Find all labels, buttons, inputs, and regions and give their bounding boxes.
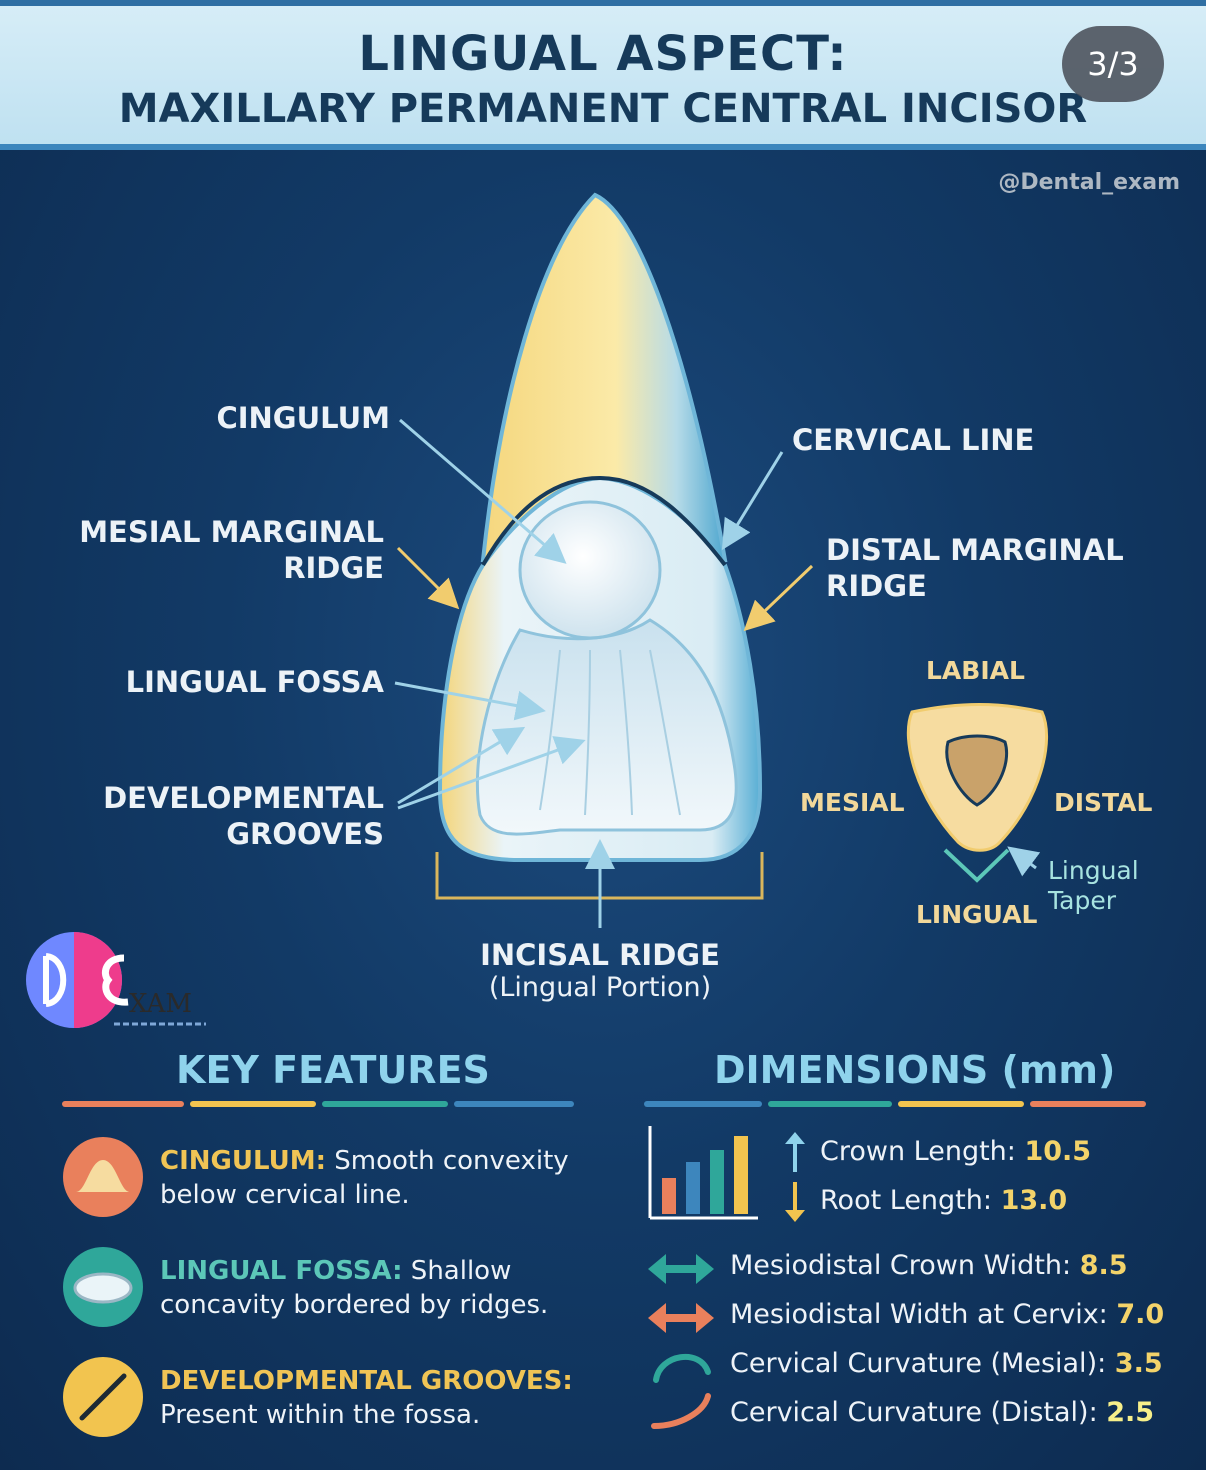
cingulum: [518, 500, 662, 640]
label-lingual: LINGUAL: [916, 900, 1038, 929]
dim-cc-mesial-label: Cervical Curvature (Mesial):: [730, 1348, 1115, 1379]
dim-mesiodistal-crown-width: Mesiodistal Crown Width: 8.5: [730, 1250, 1128, 1281]
label-distal: DISTAL: [1054, 788, 1153, 817]
label-incisal-ridge: INCISAL RIDGE: [480, 938, 720, 972]
fossa-icon: [63, 1247, 143, 1327]
feature-fossa-desc-2: concavity bordered by ridges.: [160, 1290, 549, 1320]
label-lingual-taper-2: Taper: [1048, 886, 1116, 915]
cervical-line: [481, 475, 727, 567]
dim-cervical-curvature-distal: Cervical Curvature (Distal): 2.5: [730, 1397, 1154, 1428]
curve-orange-icon: [651, 1393, 711, 1429]
label-labial: LABIAL: [926, 656, 1025, 685]
feature-developmental-grooves: DEVELOPMENTAL GROOVES: Present within th…: [160, 1364, 573, 1432]
dim-md-crown-label: Mesiodistal Crown Width:: [730, 1250, 1080, 1281]
feature-cingulum-desc-2: below cervical line.: [160, 1180, 410, 1210]
dim-crown-length: Crown Length: 10.5: [820, 1136, 1091, 1167]
page-title-line2: MAXILLARY PERMANENT CENTRAL INCISOR: [118, 86, 1088, 132]
dim-divider-1: [644, 1101, 762, 1107]
dim-divider-2: [768, 1101, 892, 1107]
lingual-fossa: [475, 618, 738, 836]
label-incisal-ridge-sub: (Lingual Portion): [488, 972, 712, 1003]
label-lingual-taper-1: Lingual: [1048, 856, 1139, 885]
label-cingulum: CINGULUM: [216, 401, 390, 435]
dim-crown-length-value: 10.5: [1024, 1136, 1092, 1167]
key-features-title: KEY FEATURES: [176, 1048, 490, 1092]
feature-cingulum-term: CINGULUM:: [160, 1146, 326, 1176]
page-title-line1: LINGUAL ASPECT:: [358, 26, 848, 82]
feature-grooves-desc-2: Present within the fossa.: [160, 1400, 481, 1430]
dental-exam-logo: XAM: [26, 932, 206, 1028]
tooth-root: [480, 192, 728, 562]
dim-mesiodistal-cervix-width: Mesiodistal Width at Cervix: 7.0: [730, 1299, 1164, 1330]
logo-text: XAM: [129, 989, 192, 1019]
label-mesial-marginal-ridge-1: MESIAL MARGINAL: [79, 515, 384, 549]
bar-chart-icon: [648, 1126, 758, 1220]
dim-divider-3: [898, 1101, 1024, 1107]
watermark-handle: @Dental_exam: [998, 170, 1180, 195]
kf-divider-3: [322, 1101, 448, 1107]
feature-cingulum-desc-1: Smooth convexity: [326, 1146, 569, 1176]
curve-teal-icon: [653, 1353, 711, 1383]
cross-section-diagram: [906, 703, 1049, 883]
kf-divider-1: [62, 1101, 184, 1107]
dim-cc-distal-label: Cervical Curvature (Distal):: [730, 1397, 1107, 1428]
dimensions-title: DIMENSIONS (mm): [714, 1048, 1116, 1092]
label-cervical-line: CERVICAL LINE: [792, 423, 1035, 457]
dim-crown-length-label: Crown Length:: [820, 1136, 1025, 1167]
cingulum-icon: [63, 1137, 143, 1217]
page-indicator-badge[interactable]: 3/3: [1062, 26, 1164, 102]
label-mesial-marginal-ridge-2: RIDGE: [283, 551, 384, 585]
feature-cingulum: CINGULUM: Smooth convexity below cervica…: [160, 1144, 569, 1212]
double-arrow-orange-icon: [648, 1303, 714, 1333]
groove-icon: [63, 1357, 143, 1437]
feature-fossa-term: LINGUAL FOSSA:: [160, 1256, 403, 1286]
dim-root-length-value: 13.0: [1000, 1185, 1068, 1216]
header-banner: LINGUAL ASPECT: MAXILLARY PERMANENT CENT…: [0, 0, 1206, 150]
dim-cc-mesial-value: 3.5: [1114, 1348, 1163, 1379]
kf-divider-4: [454, 1101, 574, 1107]
arrow-up-icon: [785, 1132, 805, 1172]
feature-grooves-term: DEVELOPMENTAL GROOVES:: [160, 1366, 573, 1396]
kf-divider-2: [190, 1101, 316, 1107]
label-developmental-grooves-1: DEVELOPMENTAL: [103, 781, 384, 815]
label-lingual-fossa: LINGUAL FOSSA: [125, 665, 384, 699]
dim-cervical-curvature-mesial: Cervical Curvature (Mesial): 3.5: [730, 1348, 1163, 1379]
developmental-grooves: [539, 649, 681, 816]
dim-root-length: Root Length: 13.0: [820, 1185, 1067, 1216]
dim-md-cervix-value: 7.0: [1116, 1299, 1165, 1330]
label-distal-marginal-ridge-2: RIDGE: [826, 569, 927, 603]
feature-fossa-desc-1: Shallow: [402, 1256, 512, 1286]
dim-divider-4: [1030, 1101, 1146, 1107]
dim-root-length-label: Root Length:: [820, 1185, 1001, 1216]
double-arrow-teal-icon: [648, 1254, 714, 1284]
label-distal-marginal-ridge-1: DISTAL MARGINAL: [826, 533, 1124, 567]
arrow-down-icon: [785, 1182, 805, 1222]
feature-lingual-fossa: LINGUAL FOSSA: Shallow concavity bordere…: [160, 1254, 548, 1322]
dim-md-cervix-label: Mesiodistal Width at Cervix:: [730, 1299, 1117, 1330]
dim-md-crown-value: 8.5: [1079, 1250, 1128, 1281]
dim-cc-distal-value: 2.5: [1106, 1397, 1155, 1428]
label-developmental-grooves-2: GROOVES: [226, 817, 384, 851]
label-mesial: MESIAL: [800, 788, 905, 817]
